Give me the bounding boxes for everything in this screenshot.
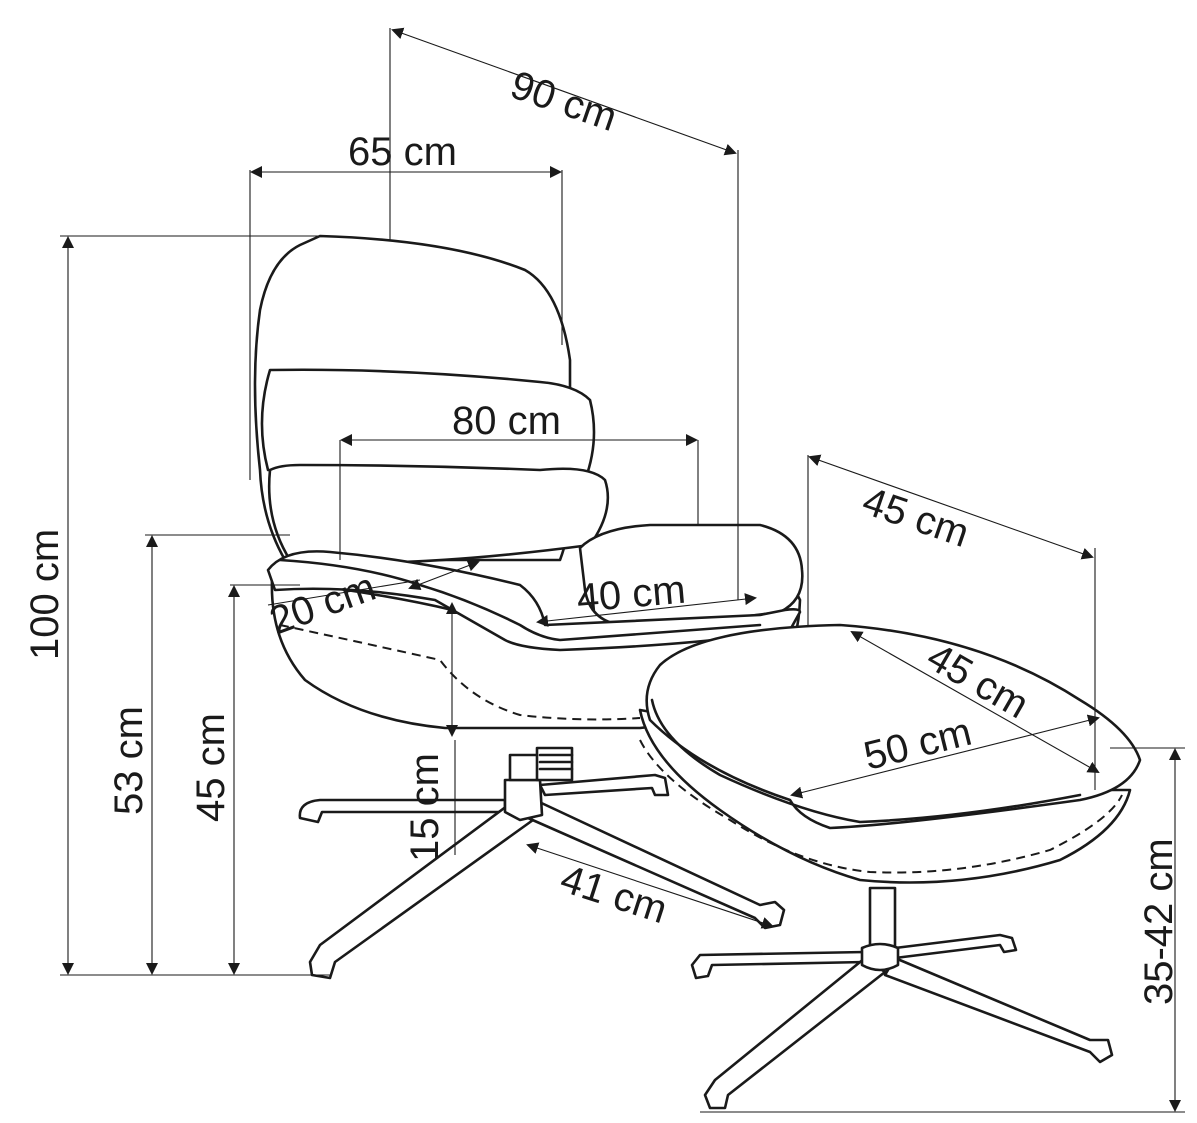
label-ottoman-height: 35-42 cm [1137, 838, 1181, 1005]
label-armrest-floor-height: 53 cm [107, 706, 151, 815]
ottoman-base [690, 886, 1114, 1110]
label-chair-width: 65 cm [348, 130, 457, 174]
label-seat-depth: 40 cm [575, 568, 687, 621]
chair-backrest [253, 234, 610, 565]
label-chair-height: 100 cm [23, 529, 67, 660]
label-ottoman-depth: 45 cm [857, 479, 974, 556]
label-seat-height: 45 cm [189, 713, 233, 822]
dimension-labels: 90 cm 65 cm 100 cm 80 cm 40 cm 20 cm 53 … [23, 63, 1181, 1005]
label-chair-depth: 90 cm [505, 63, 622, 140]
dimension-lines [60, 27, 1185, 1113]
label-arm-width: 80 cm [452, 399, 561, 443]
label-seat-thickness: 15 cm [403, 753, 447, 862]
